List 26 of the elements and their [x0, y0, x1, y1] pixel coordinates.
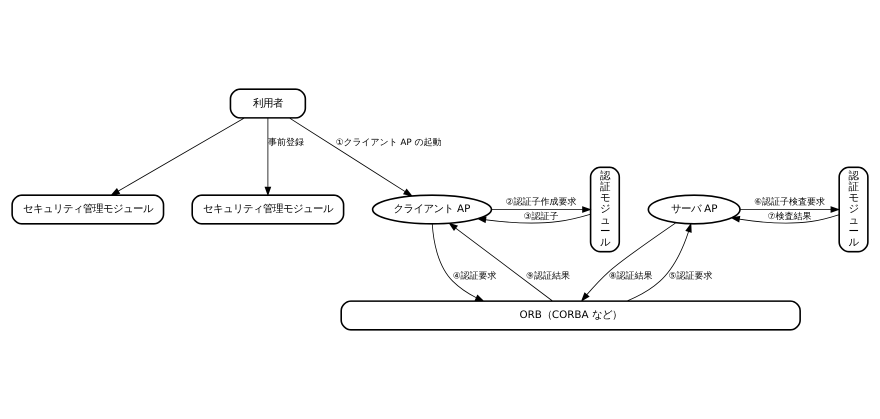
- node-box: セキュリティ管理モジュール: [191, 194, 344, 225]
- arrow: [110, 118, 245, 196]
- arrow: [448, 222, 553, 302]
- edge-label: ③認証子: [524, 212, 558, 222]
- arrow: [476, 214, 591, 224]
- arrow: [730, 214, 840, 224]
- node-box: 認証モジュール: [590, 166, 620, 253]
- node-box: セキュリティ管理モジュール: [11, 194, 164, 225]
- arrow: [288, 118, 413, 197]
- arrow: [580, 222, 676, 302]
- node-box: ORB（CORBA など）: [340, 300, 801, 331]
- edge-label: ④認証要求: [452, 272, 497, 282]
- node-box: 利用者: [230, 88, 306, 119]
- edge-label: ⑥認証子検査要求: [754, 198, 826, 208]
- edge-label: ⑧認証結果: [608, 272, 653, 282]
- edge-label: ②認証子作成要求: [506, 198, 576, 208]
- arrow: [626, 222, 692, 302]
- edge-label: ⑦検査結果: [768, 212, 812, 222]
- arrow: [432, 224, 485, 302]
- edge-label: ⑨認証結果: [526, 272, 570, 282]
- arrow: [491, 206, 592, 213]
- edge-label: ⑤認証要求: [668, 272, 713, 282]
- arrow: [264, 118, 272, 196]
- arrow: [740, 206, 840, 213]
- node-box: 認証モジュール: [838, 166, 869, 253]
- edge-label: ①クライアント AP の起動: [336, 138, 442, 148]
